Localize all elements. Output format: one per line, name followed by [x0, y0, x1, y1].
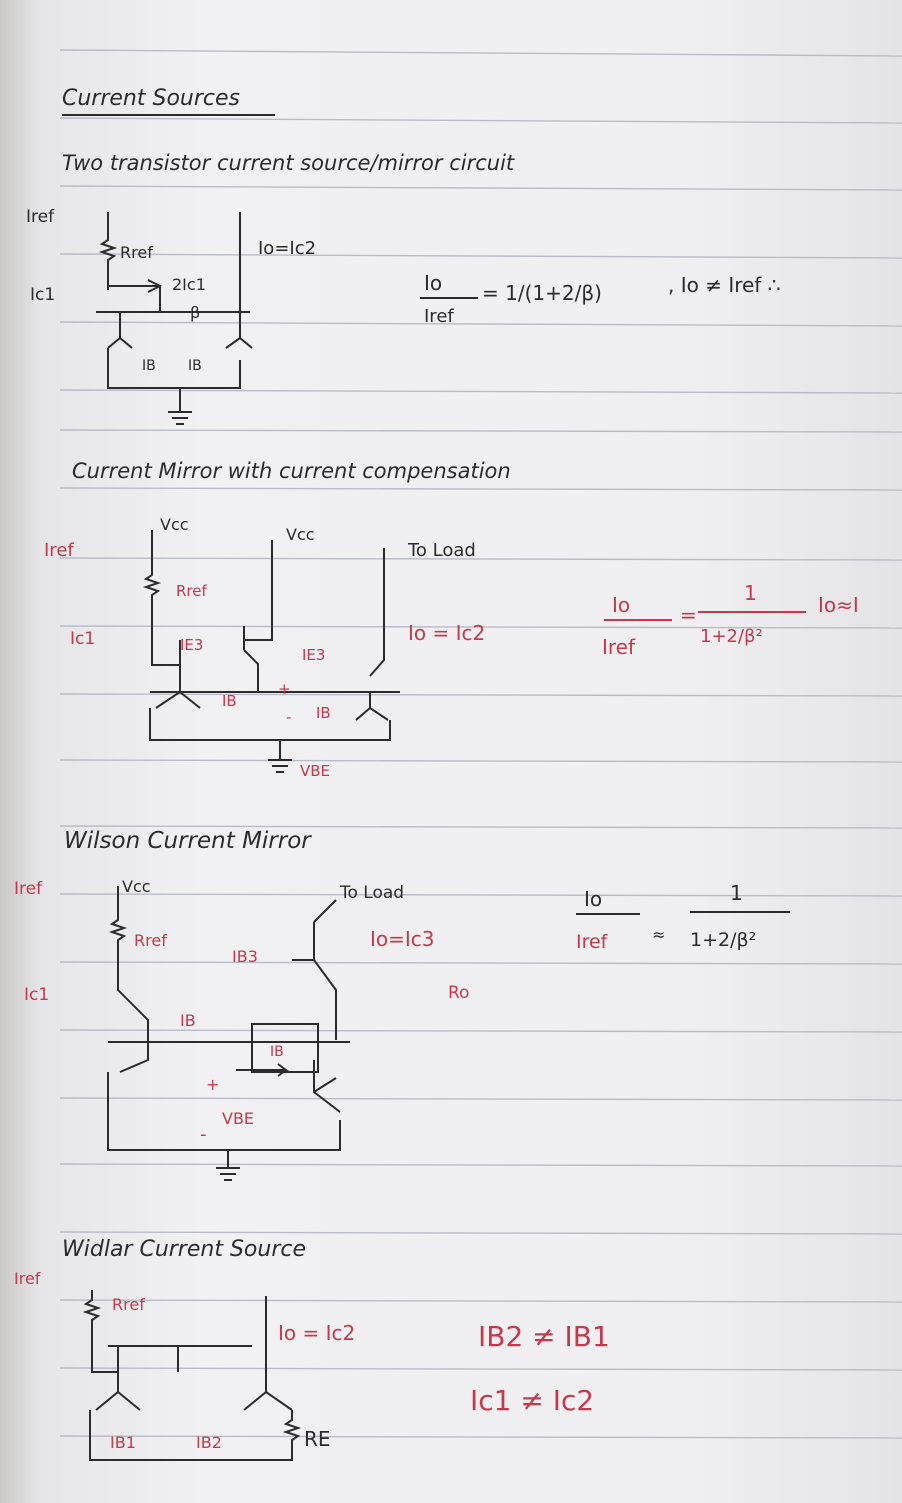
widlar-note-1: IB2 ≠ IB1: [478, 1320, 610, 1353]
label-to-load-2: To Load: [407, 540, 476, 561]
label-plus-3: +: [206, 1075, 219, 1094]
eq3-denominator: Iref: [576, 931, 609, 953]
label-ic1-1: Ic1: [30, 285, 55, 305]
label-ie3-right-2: IE3: [302, 646, 325, 664]
label-ib-3: IB: [180, 1011, 196, 1030]
label-io-3: Io=Ic3: [370, 927, 435, 951]
label-ib-right-2: IB: [316, 704, 331, 722]
label-io-1: Io=Ic2: [258, 238, 316, 259]
label-ib-right-1: IB: [188, 358, 202, 374]
label-ib3-3: IB3: [232, 947, 258, 966]
label-rref-2: Rref: [176, 582, 207, 600]
label-vcc-left-2: Vcc: [160, 515, 189, 534]
label-vbe-3: VBE: [222, 1109, 254, 1128]
label-2ic1: 2Ic1: [172, 275, 206, 294]
wilson-circuit: [107, 886, 350, 1181]
label-vcc-3: Vcc: [122, 877, 151, 896]
label-ib2-4: IB2: [196, 1433, 222, 1452]
label-ib-left-1: IB: [142, 358, 156, 374]
label-ic1-3: Ic1: [24, 985, 49, 1005]
label-minus-2: -: [286, 708, 291, 726]
ruled-lines: [59, 49, 902, 1439]
label-plus-2: +: [278, 680, 291, 698]
label-ib-box-3: IB: [270, 1044, 284, 1060]
section-heading-compensation: Current Mirror with current compensation: [72, 459, 511, 483]
svg-text:=: =: [680, 603, 697, 627]
two-transistor-circuit: [96, 212, 253, 425]
eq2-numerator: Io: [612, 593, 630, 617]
label-re-4: RE: [304, 1427, 331, 1451]
label-ro-3: Ro: [448, 983, 469, 1003]
label-iref-2: Iref: [44, 540, 74, 561]
label-rref-4: Rref: [112, 1295, 145, 1314]
label-beta-1: β: [190, 303, 200, 322]
eq3-rhs-num: 1: [730, 881, 743, 905]
eq2-rhs-den: 1+2/β²: [700, 626, 763, 647]
eq2-rhs-num: 1: [744, 581, 757, 605]
eq3-numerator: Io: [584, 887, 602, 911]
label-io-4: Io = Ic2: [278, 1321, 355, 1345]
label-ic1-2: Ic1: [70, 629, 95, 649]
label-iref-4: Iref: [14, 1269, 41, 1288]
label-rref-1: Rref: [120, 243, 153, 262]
label-ib1-4: IB1: [110, 1433, 136, 1452]
label-io-2: Io = Ic2: [408, 621, 485, 645]
widlar-circuit: [82, 1290, 302, 1461]
equation-3: Io Iref ≈ 1 1+2/β²: [576, 881, 790, 953]
eq2-note: Io≈I: [818, 593, 859, 617]
equation-2: Io Iref = 1 1+2/β² Io≈I: [602, 581, 859, 659]
compensation-circuit: [142, 530, 400, 773]
widlar-note-2: Ic1 ≠ Ic2: [470, 1384, 594, 1417]
label-vbe-2: VBE: [300, 762, 330, 780]
label-to-load-3: To Load: [339, 883, 404, 903]
section-heading-widlar: Widlar Current Source: [62, 1237, 306, 1262]
label-minus-3: -: [200, 1124, 207, 1145]
eq1-rhs: = 1/(1+2/β): [482, 281, 602, 305]
eq1-note: , Io ≠ Iref ∴: [668, 273, 780, 297]
eq3-rhs-den: 1+2/β²: [690, 929, 756, 951]
label-iref-1: Iref: [26, 207, 55, 227]
label-ie3-left-2: IE3: [180, 636, 203, 654]
section-heading-two-transistor: Two transistor current source/mirror cir…: [62, 151, 515, 175]
page-title: Current Sources: [62, 86, 240, 111]
label-vcc-right-2: Vcc: [286, 525, 315, 544]
label-rref-3: Rref: [134, 931, 167, 950]
eq1-denominator: Iref: [424, 306, 454, 327]
eq2-denominator: Iref: [602, 635, 636, 659]
label-iref-3: Iref: [14, 879, 43, 899]
section-heading-wilson: Wilson Current Mirror: [64, 828, 312, 854]
label-ib-left-2: IB: [222, 692, 237, 710]
equation-1: Io Iref = 1/(1+2/β) , Io ≠ Iref ∴: [420, 271, 780, 327]
eq3-approx: ≈: [652, 925, 665, 944]
eq1-numerator: Io: [424, 271, 442, 295]
